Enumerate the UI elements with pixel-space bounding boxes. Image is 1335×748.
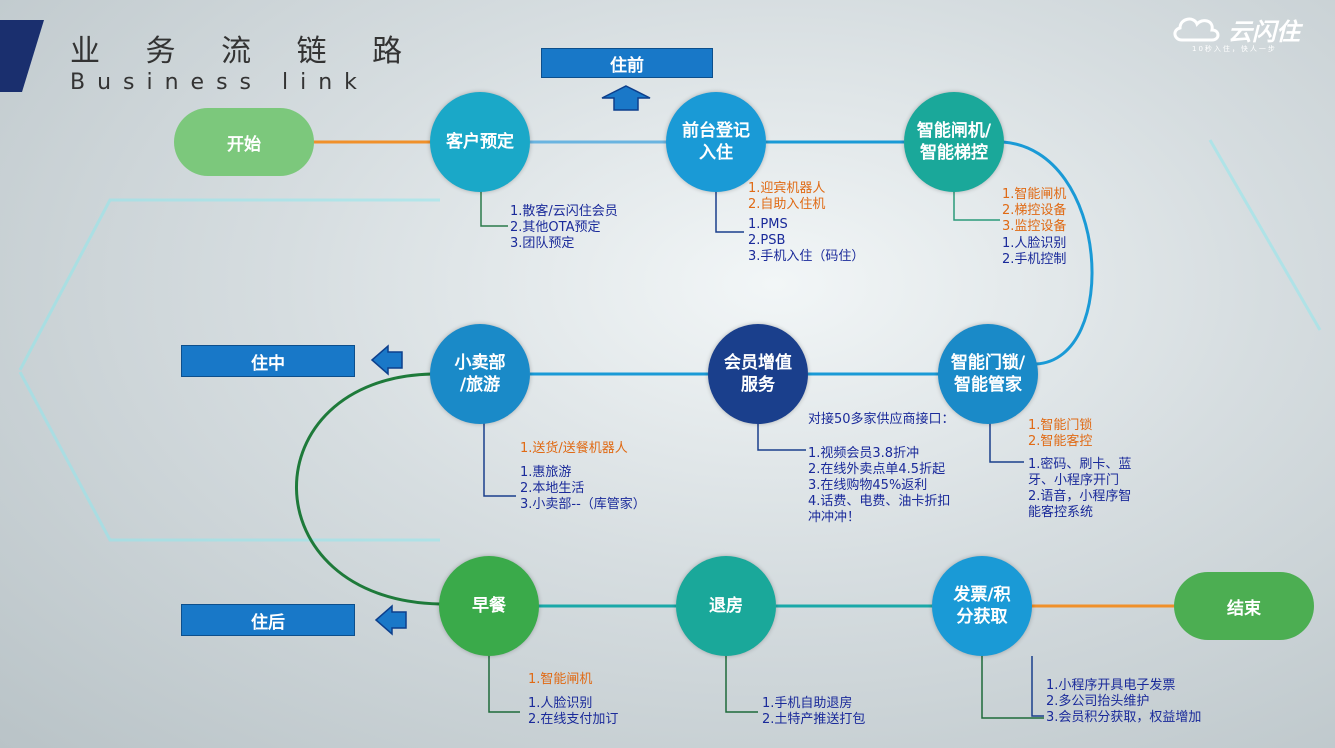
node-checkin: 前台登记 入住 <box>666 92 766 192</box>
note-member-heading: 对接50多家供应商接口： <box>808 412 955 427</box>
corner-tab <box>0 20 44 92</box>
page-subtitle: Business link <box>70 70 369 95</box>
phase-before: 住前 <box>541 48 713 78</box>
logo-slogan: 10秒入住，快人一步 <box>1192 45 1277 53</box>
node-member: 会员增值 服务 <box>708 324 808 424</box>
note-doorlock-features: 1.密码、刷卡、蓝 牙、小程序开门 2.语音，小程序智 能客控系统 <box>1028 457 1132 520</box>
page-title: 业 务 流 链 路 <box>70 34 421 69</box>
curve-gate-doorlock <box>1002 140 1094 366</box>
note-member-benefits: 1.视频会员3.8折冲 2.在线外卖点单4.5折起 3.在线购物45%返利 4.… <box>808 446 951 525</box>
note-gate-devices: 1.智能闸机 2.梯控设备 3.监控设备 <box>1002 187 1067 234</box>
arrow-left-icon-after <box>374 604 407 636</box>
cloud-icon <box>1173 17 1220 42</box>
node-invoice: 发票/积 分获取 <box>932 556 1032 656</box>
note-shop-services: 1.惠旅游 2.本地生活 3.小卖部--（库管家） <box>520 465 646 512</box>
logo: 云闪住 10秒入住，快人一步 <box>1170 6 1320 53</box>
note-checkin-systems: 1.PMS 2.PSB 3.手机入住（码住） <box>748 217 865 264</box>
logo-text: 云闪住 <box>1228 18 1300 46</box>
note-doorlock-devices: 1.智能门锁 2.智能客控 <box>1028 418 1093 449</box>
node-end: 结束 <box>1174 572 1314 640</box>
phase-after: 住后 <box>181 604 355 636</box>
node-gate: 智能闸机/ 智能梯控 <box>904 92 1004 192</box>
note-breakfast-device: 1.智能闸机 <box>528 672 593 687</box>
node-shop: 小卖部 /旅游 <box>430 324 530 424</box>
phase-during: 住中 <box>181 345 355 377</box>
note-checkin-devices: 1.迎宾机器人 2.自助入住机 <box>748 181 826 212</box>
node-doorlock: 智能门锁/ 智能管家 <box>938 324 1038 424</box>
node-start: 开始 <box>174 108 314 176</box>
node-checkout: 退房 <box>676 556 776 656</box>
arrow-up-icon <box>601 85 651 111</box>
note-invoice: 1.小程序开具电子发票 2.多公司抬头维护 3.会员积分获取，权益增加 <box>1046 678 1202 725</box>
note-shop-robot: 1.送货/送餐机器人 <box>520 441 628 456</box>
arrow-left-icon-during <box>370 344 403 376</box>
note-breakfast-features: 1.人脸识别 2.在线支付加订 <box>528 696 619 727</box>
note-checkout: 1.手机自助退房 2.土特产推送打包 <box>762 696 866 727</box>
note-booking: 1.散客/云闪住会员 2.其他OTA预定 3.团队预定 <box>510 204 618 251</box>
node-booking: 客户预定 <box>430 92 530 192</box>
node-breakfast: 早餐 <box>439 556 539 656</box>
curve-shop-breakfast <box>295 372 441 606</box>
note-gate-features: 1.人脸识别 2.手机控制 <box>1002 236 1067 267</box>
